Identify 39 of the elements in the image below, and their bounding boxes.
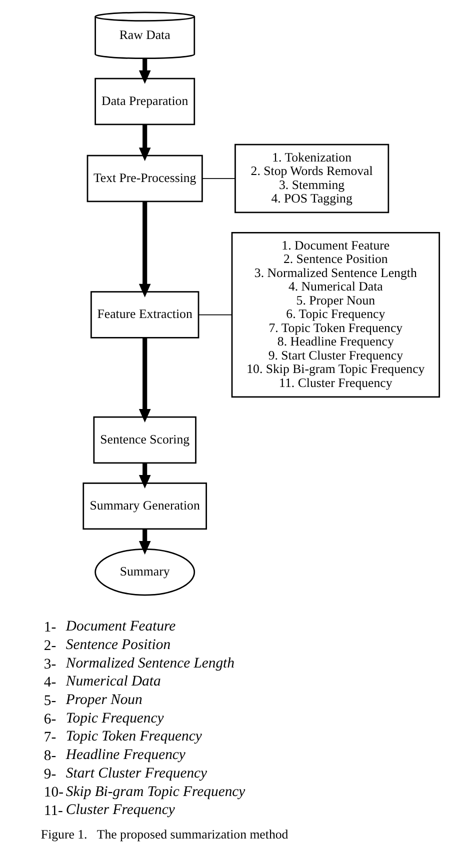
node-box: 1. Document Feature 2. Sentence Position 3. Normalized Sentence Length 4. Numerical Data 5. Proper Noun 6. Topic Frequency 7. Topic Token Frequency 8. Headline Frequency 9. Start Cluster Frequency 10. Skip Bi-gram Topic Frequency 11. Cluster Frequency — [230, 232, 440, 398]
node-ellipse: Summary — [94, 548, 195, 596]
node-box: Sentence Scoring — [92, 416, 196, 464]
label: Sentence Position — [65, 636, 170, 653]
label: 2- — [43, 638, 56, 654]
connector — [201, 178, 236, 179]
label: 7- — [43, 730, 56, 746]
node-box: Summary Generation — [82, 482, 206, 530]
node-box: Data Preparation — [94, 78, 195, 126]
label: Numerical Data — [65, 674, 160, 690]
label: Start Cluster Frequency — [65, 765, 207, 782]
arrow — [138, 338, 150, 423]
arrow — [138, 202, 150, 298]
caption: Figure 1. The proposed summarization method — [40, 827, 288, 842]
node-box: Feature Extraction — [90, 291, 199, 338]
node-box: 1. Tokenization 2. Stop Words Removal 3. Stemming 4. POS Tagging — [234, 144, 389, 214]
label: Cluster Frequency — [65, 802, 174, 818]
arrow — [138, 124, 150, 162]
label: Document Feature — [65, 618, 176, 635]
label: Headline Frequency — [65, 747, 185, 764]
label: 9- — [43, 766, 56, 782]
label: Proper Noun — [65, 692, 142, 708]
arrow — [138, 58, 150, 84]
node-box: Text Pre-Processing — [86, 154, 202, 202]
label: Normalized Sentence Length — [65, 655, 234, 672]
label: 10- — [43, 784, 63, 801]
label: 4- — [43, 674, 56, 691]
label: 11- — [43, 803, 62, 820]
label: 3- — [43, 656, 56, 672]
connector — [198, 314, 232, 316]
label: Skip Bi-gram Topic Frequency — [65, 784, 245, 800]
arrow — [138, 463, 150, 489]
label: 6- — [43, 711, 56, 728]
arrow — [138, 529, 150, 555]
label: 8- — [43, 748, 56, 764]
label: Topic Frequency — [65, 710, 164, 726]
label: 5- — [43, 692, 56, 709]
label: Topic Token Frequency — [65, 728, 202, 745]
label: 1- — [43, 620, 56, 636]
